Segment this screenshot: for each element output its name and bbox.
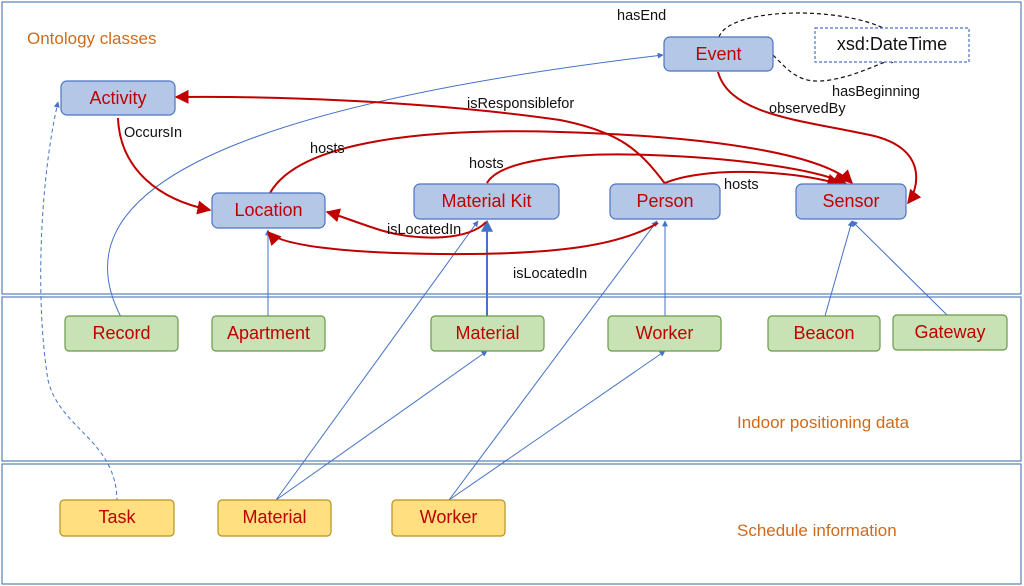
schedworker-to-person-link bbox=[448, 220, 658, 501]
event-node: Event bbox=[663, 36, 774, 72]
has-end-edge bbox=[718, 12, 899, 38]
worker-sched-node: Worker bbox=[391, 499, 506, 537]
material-kit-label: Material Kit bbox=[441, 191, 531, 211]
occurs-in-label: OccursIn bbox=[124, 125, 182, 141]
person-label: Person bbox=[636, 191, 693, 211]
hosts-person-sensor-edge bbox=[664, 170, 842, 188]
sensor-node: Sensor bbox=[795, 183, 907, 220]
material-sched-node: Material bbox=[217, 499, 332, 537]
location-label: Location bbox=[234, 200, 302, 220]
activity-node: Activity bbox=[60, 80, 176, 116]
hosts-materialkit-sensor-edge bbox=[486, 153, 848, 185]
event-label: Event bbox=[695, 44, 741, 64]
is-responsible-for-edge bbox=[174, 89, 667, 186]
hosts-label-1: hosts bbox=[310, 141, 345, 157]
task-node: Task bbox=[59, 499, 175, 537]
ontology-panel bbox=[1, 1, 1022, 295]
datetime-label: xsd:DateTime bbox=[837, 34, 947, 54]
record-node: Record bbox=[64, 315, 179, 352]
sensor-label: Sensor bbox=[822, 191, 879, 211]
beacon-label: Beacon bbox=[793, 323, 854, 343]
gateway-label: Gateway bbox=[914, 322, 985, 342]
task-to-activity-link bbox=[40, 101, 118, 503]
schedule-section-label: Schedule information bbox=[737, 521, 897, 540]
material-data-label: Material bbox=[455, 323, 519, 343]
observed-by-label: observedBy bbox=[769, 101, 846, 117]
indoor-section-label: Indoor positioning data bbox=[737, 413, 910, 432]
hosts-location-sensor-edge bbox=[269, 130, 854, 194]
is-located-in-materialkit-edge bbox=[325, 208, 487, 239]
gateway-to-sensor-link bbox=[851, 220, 948, 316]
is-located-in-label-1: isLocatedIn bbox=[387, 222, 461, 238]
schedworker-to-dataworker-link bbox=[448, 350, 666, 501]
schedmaterial-to-datamaterial-link bbox=[275, 350, 488, 501]
beacon-to-sensor-link bbox=[824, 220, 854, 317]
apartment-label: Apartment bbox=[227, 323, 310, 343]
hosts-label-2: hosts bbox=[469, 156, 504, 172]
is-located-in-person-edge bbox=[267, 222, 659, 256]
schedule-panel bbox=[1, 463, 1022, 585]
has-beginning-edge bbox=[772, 54, 899, 82]
person-node: Person bbox=[609, 183, 721, 220]
is-responsible-for-label: isResponsiblefor bbox=[467, 96, 574, 112]
location-node: Location bbox=[211, 192, 326, 229]
task-label: Task bbox=[98, 507, 136, 527]
apartment-node: Apartment bbox=[211, 315, 326, 352]
activity-label: Activity bbox=[89, 88, 146, 108]
ontology-section-label: Ontology classes bbox=[27, 29, 156, 48]
schedmaterial-to-materialkit-link bbox=[275, 220, 479, 501]
has-end-label: hasEnd bbox=[617, 8, 666, 24]
material-sched-label: Material bbox=[242, 507, 306, 527]
observed-by-edge bbox=[717, 71, 922, 205]
gateway-node: Gateway bbox=[892, 314, 1008, 351]
indoor-panel bbox=[1, 296, 1022, 462]
is-located-in-label-2: isLocatedIn bbox=[513, 266, 587, 282]
worker-data-label: Worker bbox=[636, 323, 694, 343]
datetime-node: xsd:DateTime bbox=[814, 27, 970, 63]
material-data-node: Material bbox=[430, 315, 545, 352]
record-label: Record bbox=[92, 323, 150, 343]
hosts-label-3: hosts bbox=[724, 177, 759, 193]
beacon-node: Beacon bbox=[767, 315, 881, 352]
worker-data-node: Worker bbox=[607, 315, 722, 352]
material-kit-node: Material Kit bbox=[413, 183, 560, 220]
has-beginning-label: hasBeginning bbox=[832, 84, 920, 100]
worker-sched-label: Worker bbox=[420, 507, 478, 527]
occurs-in-edge bbox=[117, 117, 212, 215]
record-to-event-link bbox=[107, 52, 664, 318]
